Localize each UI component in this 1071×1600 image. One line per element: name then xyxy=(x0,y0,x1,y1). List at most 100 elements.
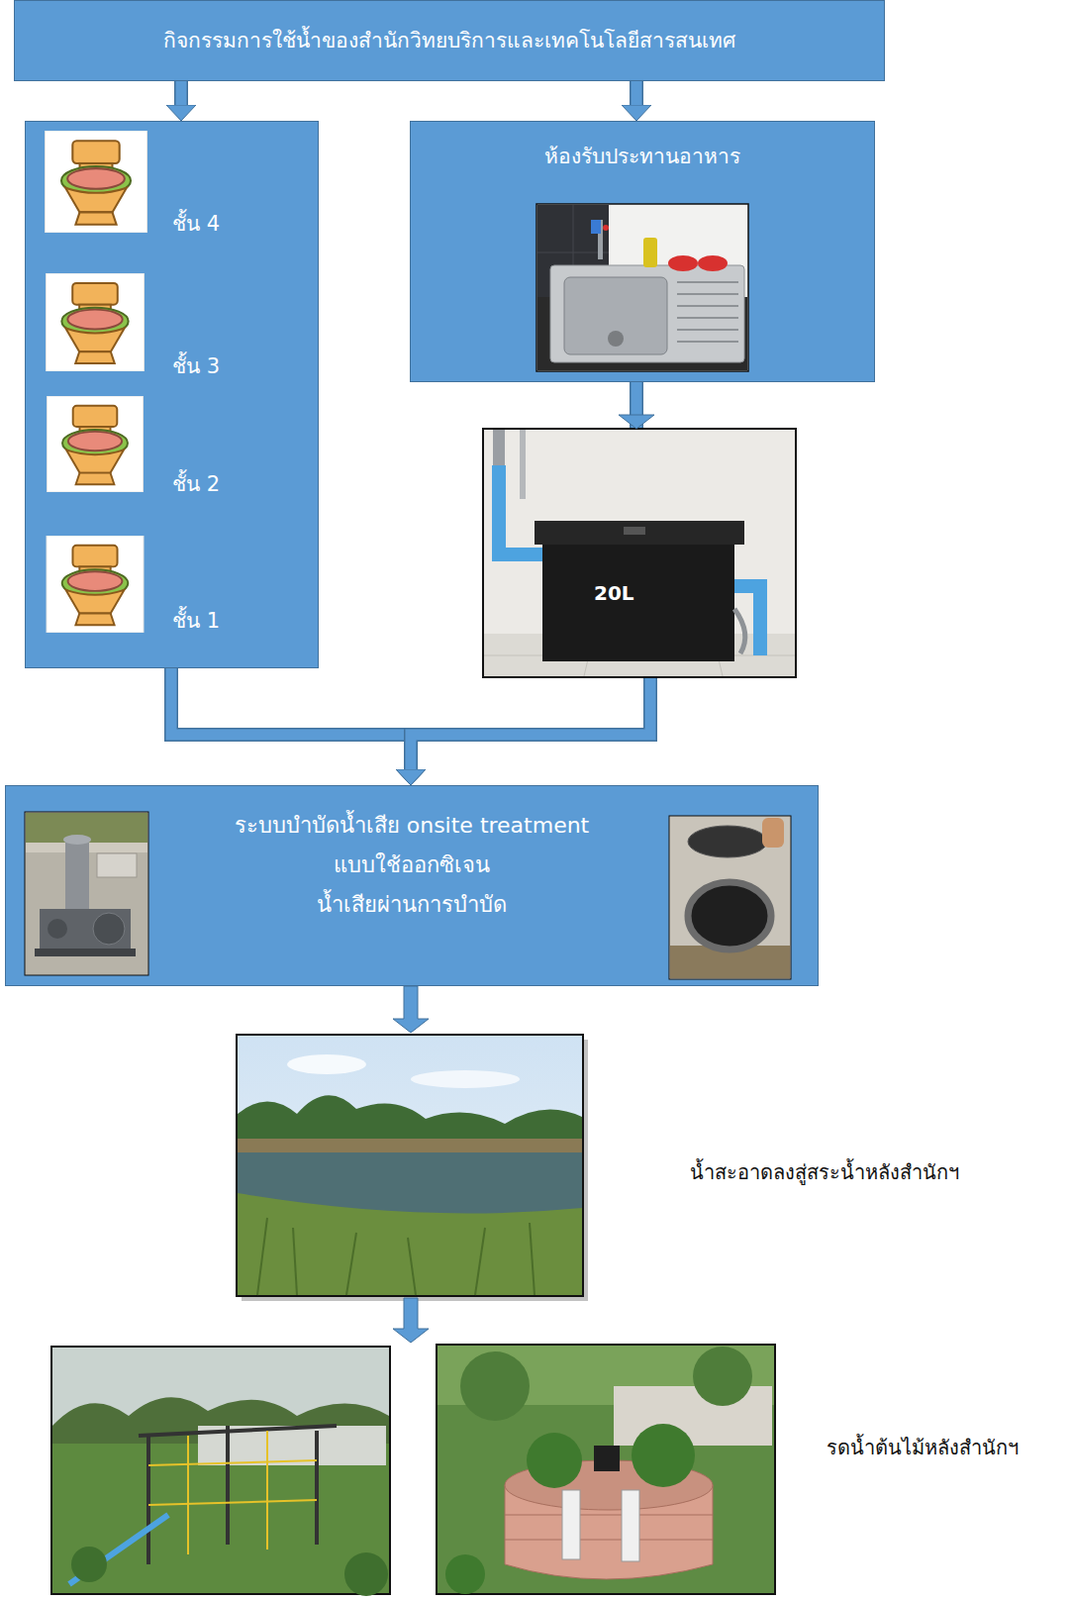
planter-photo xyxy=(504,1539,713,1541)
manhole-photo xyxy=(669,815,791,979)
sink-photo xyxy=(590,219,601,234)
pond-photo xyxy=(241,1039,588,1301)
garden-photo xyxy=(138,1425,337,1564)
connector-line xyxy=(631,81,643,105)
flow-connector xyxy=(636,81,638,105)
planter-photo xyxy=(593,1445,620,1471)
grease-trap-photo xyxy=(484,655,795,657)
sink-photo xyxy=(668,255,698,272)
grease-trap-photo xyxy=(492,429,505,470)
toilet-icon xyxy=(45,130,148,233)
planter-photo xyxy=(504,1514,713,1516)
note-label: รดน้ำต้นไม้หลังสำนักฯ xyxy=(826,1433,1019,1461)
pond-photo xyxy=(237,1138,583,1153)
connector-line xyxy=(410,382,651,770)
manhole-photo xyxy=(687,881,772,950)
sink-photo xyxy=(537,204,609,304)
floor-label: ชั้น 2 xyxy=(172,469,310,499)
manhole-photo xyxy=(762,817,784,848)
sink-photo xyxy=(677,281,739,284)
connector-outline xyxy=(410,382,651,770)
sink-photo xyxy=(697,255,728,272)
connector-outline xyxy=(174,81,189,105)
toilet-floors-box: ชั้น 4ชั้น 3ชั้น 2ชั้น 1 xyxy=(24,120,319,669)
sink-photo xyxy=(536,203,749,372)
sink-photo xyxy=(537,296,748,371)
floor-label: ชั้น 3 xyxy=(172,351,310,382)
pond-photo xyxy=(292,1227,297,1295)
floor-label: ชั้น 4 xyxy=(172,208,310,239)
blower-photo xyxy=(93,912,125,945)
sink-photo xyxy=(643,237,658,268)
manhole-photo xyxy=(669,815,791,979)
blower-photo xyxy=(25,812,148,843)
sink-photo xyxy=(537,252,609,254)
pond-photo xyxy=(475,1227,486,1295)
grease-trap-photo xyxy=(542,544,735,662)
flow-connector xyxy=(181,81,183,105)
blower-photo xyxy=(47,918,68,939)
grease-trap-photo xyxy=(712,633,723,677)
grease-trap-photo xyxy=(584,633,594,677)
connector-line xyxy=(176,81,188,105)
pond-photo xyxy=(257,1217,535,1295)
garden-photo xyxy=(197,1425,387,1465)
sink-photo xyxy=(564,277,668,355)
sink-photo xyxy=(677,304,739,307)
planter-photo xyxy=(504,1460,713,1510)
box-text: ห้องรับประทานอาหาร xyxy=(422,141,863,172)
grease-trap-photo xyxy=(623,526,646,535)
connector-outline xyxy=(171,668,411,770)
treatment-box: ระบบบำบัดน้ำเสีย onsite treatmentแบบใช้อ… xyxy=(4,784,819,986)
planter-photo xyxy=(436,1344,776,1594)
pond-photo xyxy=(346,1232,357,1295)
planter-photo xyxy=(562,1489,581,1559)
pond-photo xyxy=(257,1217,268,1295)
grease-trap-photo xyxy=(483,428,796,678)
garden-photo xyxy=(51,1346,390,1596)
garden-photo xyxy=(51,1346,390,1594)
toilet-icon xyxy=(45,130,148,633)
flow-arrow xyxy=(392,1297,429,1343)
sink-photo xyxy=(607,330,624,347)
toilet-icon xyxy=(46,535,144,633)
garden-photo xyxy=(314,1430,319,1545)
blower-photo xyxy=(65,839,90,909)
pond-photo xyxy=(410,1070,520,1088)
toilet-icon xyxy=(47,395,144,492)
flow-arrow xyxy=(392,985,429,1033)
garden-photo xyxy=(52,1396,390,1446)
garden-photo xyxy=(187,1435,190,1555)
box-text: กิจกรรมการใช้น้ำของสำนักวิทยบริการและเทค… xyxy=(163,25,736,56)
sink-photo xyxy=(602,224,609,231)
pond-photo xyxy=(529,1222,535,1295)
sink-photo xyxy=(550,265,745,363)
manhole-photo xyxy=(687,825,768,858)
sink-photo xyxy=(536,203,749,372)
grease-trap-photo xyxy=(734,608,746,654)
garden-photo xyxy=(148,1430,317,1555)
garden-photo xyxy=(138,1425,337,1436)
header-box: กิจกรรมการใช้น้ำของสำนักวิทยบริการและเทค… xyxy=(13,0,885,82)
planter-photo xyxy=(526,1432,583,1488)
planter-photo xyxy=(692,1346,753,1406)
sink-photo xyxy=(677,328,739,331)
grease-trap-photo xyxy=(534,520,745,545)
connector-line xyxy=(171,668,411,770)
blower-photo xyxy=(63,834,92,845)
grease-trap-photo xyxy=(483,428,796,678)
pond-photo xyxy=(237,1152,583,1218)
pond-photo xyxy=(287,1054,367,1074)
blower-photo xyxy=(24,811,149,975)
garden-photo xyxy=(71,1546,107,1582)
pond-photo xyxy=(237,1192,583,1295)
sink-photo xyxy=(597,219,603,260)
grease-trap-photo xyxy=(734,585,761,656)
grease-trap-photo xyxy=(519,429,526,499)
garden-photo xyxy=(344,1552,389,1596)
box-text: แบบใช้ออกซิเจน xyxy=(164,845,660,885)
sink-photo xyxy=(677,282,739,342)
sink-photo xyxy=(573,204,575,297)
